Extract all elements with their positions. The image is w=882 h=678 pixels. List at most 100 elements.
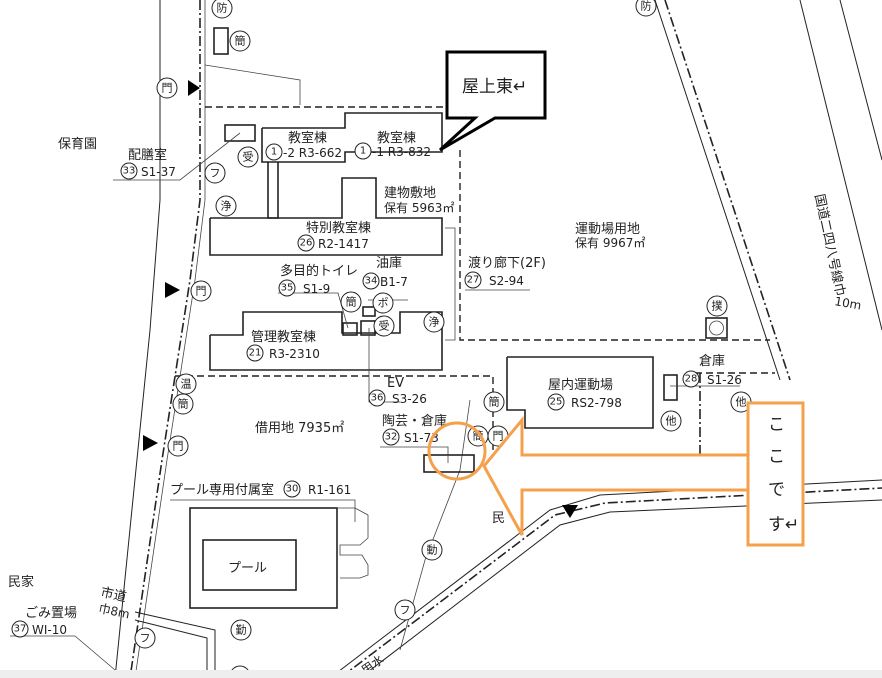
pool-label: プール bbox=[228, 561, 267, 576]
svg-text:B1-7: B1-7 bbox=[380, 275, 408, 289]
building-label-multipurpose-toilet: 多目的トイレ 35 S1-9 bbox=[278, 263, 358, 297]
rooftop-callout: 屋上東↵ bbox=[438, 50, 547, 152]
svg-text:フ: フ bbox=[210, 167, 221, 180]
gate-arrows bbox=[143, 80, 578, 518]
svg-text:1: 1 bbox=[271, 147, 277, 158]
area-building-site-title: 建物敷地 bbox=[384, 186, 436, 201]
building-label-admin-classroom: 管理教室棟 21 R3-2310 bbox=[246, 329, 320, 362]
building-label-garbage-area: ごみ置場 37 WI-10 bbox=[11, 605, 77, 638]
svg-text:S1-37: S1-37 bbox=[141, 165, 176, 179]
svg-text:-1 R3-832: -1 R3-832 bbox=[372, 145, 431, 159]
symbol-fire-icon: 防 bbox=[635, 0, 657, 17]
pointer-arrow-icon bbox=[482, 415, 750, 536]
symbol-receive-icon: 受 bbox=[373, 315, 395, 337]
svg-text:多目的トイレ: 多目的トイレ bbox=[280, 263, 358, 279]
area-sports-site-size: 保有 9967㎡ bbox=[575, 236, 645, 250]
gate-arrow-icon bbox=[143, 435, 158, 451]
svg-text:配膳室: 配膳室 bbox=[128, 147, 167, 163]
svg-text:21: 21 bbox=[249, 348, 262, 359]
national-road-width: 10m bbox=[833, 294, 862, 312]
area-leased-land: 借用地 7935㎡ bbox=[255, 421, 344, 436]
symbol-fu-icon: フ bbox=[134, 627, 156, 649]
symbol-fire-icon: 防 bbox=[211, 0, 233, 19]
svg-text:30: 30 bbox=[286, 484, 299, 495]
svg-text:防: 防 bbox=[641, 0, 652, 13]
city-road-label: 市道 bbox=[99, 584, 128, 605]
leader-lines bbox=[10, 132, 740, 671]
building-label-gymnasium: 屋内運動場 25 RS2-798 bbox=[547, 377, 622, 411]
area-sports-site-title: 運動場用地 bbox=[575, 222, 640, 237]
svg-text:36: 36 bbox=[371, 393, 384, 404]
svg-text:簡: 簡 bbox=[235, 34, 246, 48]
svg-text:門: 門 bbox=[196, 285, 207, 298]
svg-text:ごみ置場: ごみ置場 bbox=[25, 605, 77, 621]
svg-text:簡: 簡 bbox=[346, 295, 357, 309]
svg-text:S1-9: S1-9 bbox=[303, 282, 330, 296]
highlight-circle bbox=[427, 421, 487, 481]
svg-text:教室棟: 教室棟 bbox=[288, 130, 327, 146]
svg-text:屋内運動場: 屋内運動場 bbox=[548, 377, 613, 393]
svg-text:ポ: ポ bbox=[378, 297, 389, 310]
svg-text:34: 34 bbox=[365, 276, 378, 287]
svg-text:屋上東↵: 屋上東↵ bbox=[462, 77, 527, 97]
svg-text:25: 25 bbox=[550, 397, 563, 408]
building-label-oil-storage: 油庫 34 B1-7 bbox=[362, 256, 408, 290]
here-label-char: で bbox=[768, 480, 785, 500]
svg-text:フ: フ bbox=[400, 604, 411, 617]
svg-text:倉庫: 倉庫 bbox=[699, 354, 725, 369]
svg-text:S1-26: S1-26 bbox=[707, 373, 742, 387]
area-private-house: 民家 bbox=[8, 574, 34, 590]
svg-text:浄: 浄 bbox=[221, 199, 232, 213]
building-label-special-classroom: 特別教室棟 26 R2-1417 bbox=[297, 220, 371, 252]
symbol-other-icon: 他 bbox=[660, 410, 682, 432]
area-building-site-size: 保有 5963㎡ bbox=[384, 201, 454, 215]
svg-text:動: 動 bbox=[427, 543, 438, 557]
svg-text:WI-10: WI-10 bbox=[32, 623, 67, 637]
gate-arrow-icon bbox=[165, 282, 180, 298]
building-label-warehouse: 倉庫 28 S1-26 bbox=[682, 354, 742, 388]
site-boundaries bbox=[175, 64, 775, 651]
building-label-classroom-1-1: 教室棟 1 -1 R3-832 bbox=[354, 130, 431, 160]
svg-text:簡: 簡 bbox=[489, 395, 500, 409]
svg-text:R2-1417: R2-1417 bbox=[318, 237, 369, 251]
svg-text:簡: 簡 bbox=[178, 397, 189, 411]
symbol-pump-icon: ポ bbox=[372, 292, 394, 314]
svg-text:受: 受 bbox=[379, 320, 390, 333]
svg-text:S3-26: S3-26 bbox=[392, 392, 427, 406]
symbol-fu-icon: フ bbox=[204, 162, 226, 184]
svg-text:37: 37 bbox=[14, 624, 27, 635]
symbol-simple-icon: 簡 bbox=[229, 30, 251, 52]
location-highlight: こ こ で す↵ bbox=[427, 401, 805, 547]
svg-text:油庫: 油庫 bbox=[376, 256, 402, 271]
svg-text:R3-2310: R3-2310 bbox=[269, 347, 320, 361]
area-nursery: 保育園 bbox=[58, 136, 97, 152]
svg-text:特別教室棟: 特別教室棟 bbox=[306, 220, 371, 236]
svg-text:他: 他 bbox=[666, 415, 677, 428]
symbol-boku-icon: 撲 bbox=[706, 295, 728, 317]
svg-text:27: 27 bbox=[467, 275, 480, 286]
here-label-char: す↵ bbox=[768, 515, 799, 535]
here-label-box bbox=[746, 401, 805, 547]
svg-text:1: 1 bbox=[360, 146, 366, 157]
symbol-gate-icon: 門 bbox=[156, 77, 178, 99]
symbol-gate-icon: 門 bbox=[167, 435, 189, 457]
svg-text:温: 温 bbox=[181, 378, 192, 391]
symbol-receive-icon: 受 bbox=[237, 146, 259, 168]
svg-text:フ: フ bbox=[140, 632, 151, 645]
symbol-septic-icon: 浄 bbox=[423, 311, 445, 333]
svg-text:門: 門 bbox=[493, 430, 504, 443]
svg-text:プール専用付属室: プール専用付属室 bbox=[170, 482, 274, 498]
symbol-work-icon: 勤 bbox=[230, 619, 252, 641]
svg-text:陶芸・倉庫: 陶芸・倉庫 bbox=[382, 413, 447, 429]
svg-text:渡り廊下(2F): 渡り廊下(2F) bbox=[468, 255, 546, 271]
svg-text:S2-94: S2-94 bbox=[489, 274, 524, 288]
building-label-pool-annex: プール専用付属室 30 R1-161 bbox=[170, 480, 351, 498]
svg-text:35: 35 bbox=[281, 283, 294, 294]
svg-text:教室棟: 教室棟 bbox=[377, 130, 416, 146]
gate-arrow-icon bbox=[562, 505, 578, 518]
svg-text:EV: EV bbox=[387, 376, 404, 391]
symbol-move-icon: 動 bbox=[421, 539, 443, 561]
svg-text:32: 32 bbox=[385, 432, 398, 443]
